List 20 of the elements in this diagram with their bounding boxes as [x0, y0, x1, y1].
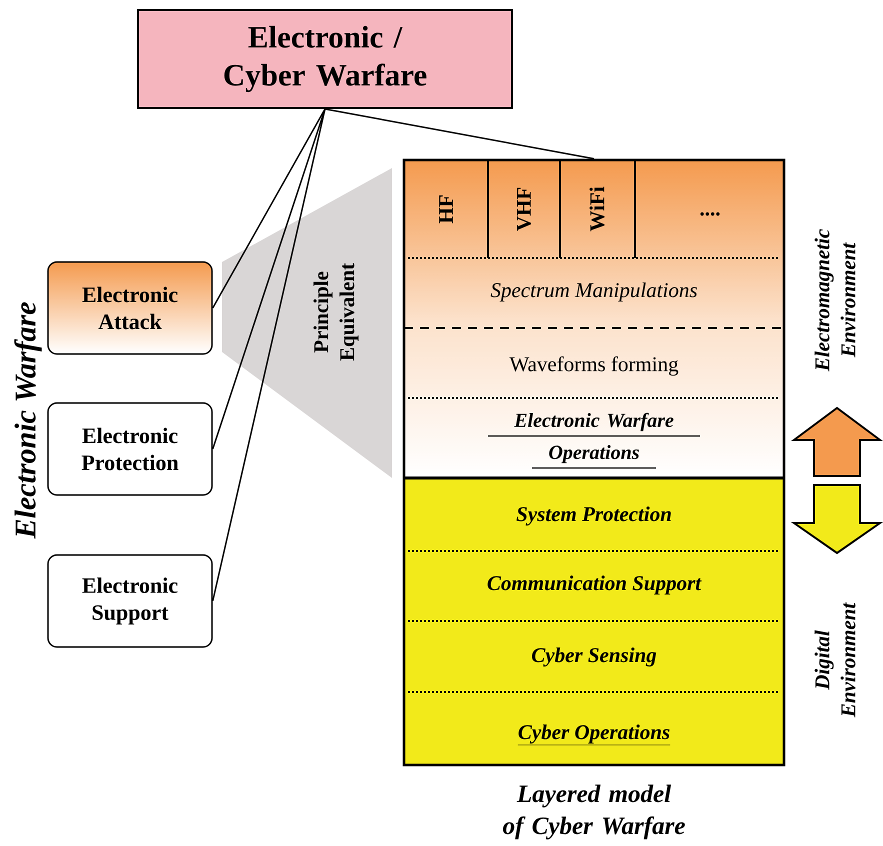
- layer-label: Waveforms forming: [509, 356, 678, 376]
- side-label: Electromagnetic Environment: [814, 229, 856, 372]
- layer-label: Spectrum Manipulations: [490, 282, 697, 302]
- band-label: WiFi: [590, 186, 604, 232]
- heading: Layered model of Cyber Warfare: [502, 784, 685, 840]
- connector-line: [212, 108, 326, 308]
- layer-label: Cyber Sensing: [532, 647, 656, 667]
- layer-label: Cyber Operations: [518, 724, 670, 746]
- connector-line: [212, 108, 326, 602]
- band-label: ....: [700, 212, 720, 216]
- connector-line: [324, 108, 594, 160]
- band-label: VHF: [516, 188, 532, 231]
- layer-label: Communication Support: [488, 576, 702, 595]
- side-label: Principle Equivalent: [313, 263, 359, 361]
- side-label: Electronic Warfare: [14, 302, 42, 539]
- connector-line: [212, 108, 326, 450]
- side-label: Digital Environment: [814, 602, 856, 718]
- layer-label: System Protection: [516, 506, 671, 526]
- band-label: HF: [439, 195, 453, 224]
- layer-label: Electronic Warfare Operations: [488, 412, 700, 469]
